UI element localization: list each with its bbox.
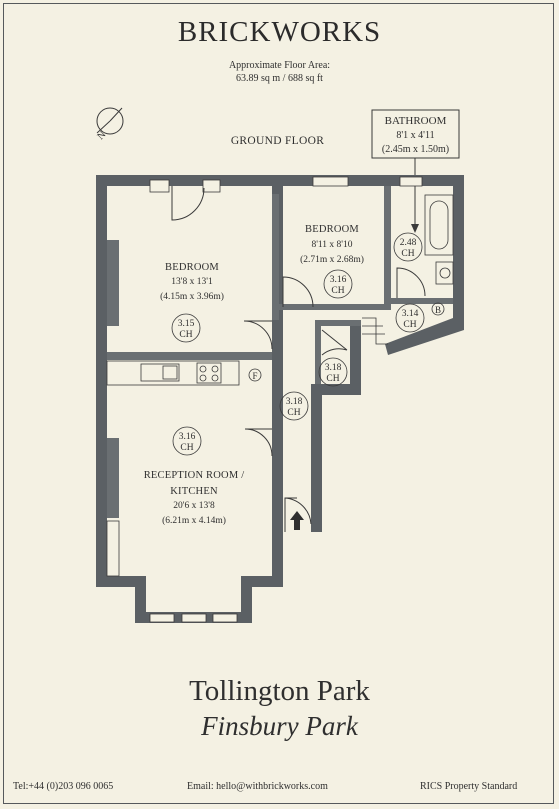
ceiling-reception-unit: CH [180, 443, 193, 453]
bathtub-icon [424, 194, 454, 256]
ceiling-hallway-unit: CH [287, 408, 300, 418]
north-arrow-icon: N [95, 107, 124, 142]
reception-label: RECEPTION ROOM / KITCHEN 20'6 x 13'8 (6.… [144, 470, 245, 526]
floor-area-label: Approximate Floor Area: [228, 60, 331, 71]
reception-name-line1: RECEPTION ROOM / [144, 470, 245, 481]
ceiling-bedroom-2-value: 3.16 [330, 275, 347, 285]
ceiling-bathroom-value: 2.48 [400, 238, 417, 248]
boiler-marker: B [431, 302, 445, 316]
ceiling-utility-value: 3.14 [402, 309, 419, 319]
bedroom-1-dims-metric: (4.15m x 3.96m) [160, 291, 224, 302]
footer-phone[interactable]: Tel:+44 (0)203 096 0065 [13, 781, 114, 792]
stairs [362, 317, 388, 345]
entrance-arrow-icon [290, 511, 304, 530]
ceiling-bathroom: 2.48 CH [393, 232, 423, 262]
address-street: Tollington Park [189, 675, 370, 707]
ceiling-cupboard: 3.18 CH [318, 357, 348, 387]
reception-dims-metric: (6.21m x 4.14m) [162, 515, 226, 526]
washbasin-icon [435, 261, 454, 285]
bedroom-1-label: BEDROOM 13'8 x 13'1 (4.15m x 3.96m) [160, 262, 224, 302]
ceiling-bedroom-2-unit: CH [331, 286, 344, 296]
footer-email[interactable]: Email: hello@withbrickworks.com [187, 781, 328, 792]
fridge-marker: F [248, 368, 262, 382]
compass-north-label: N [95, 129, 108, 142]
floor-label: GROUND FLOOR [230, 135, 325, 147]
bedroom-2-label: BEDROOM 8'11 x 8'10 (2.71m x 2.68m) [300, 224, 364, 265]
bathroom-dims-metric: (2.45m x 1.50m) [382, 144, 449, 155]
ceiling-bedroom-2: 3.16 CH [323, 269, 353, 299]
windows [106, 176, 423, 623]
ceiling-hallway: 3.18 CH [279, 391, 309, 421]
ceiling-bathroom-unit: CH [401, 249, 414, 259]
reception-name-line2: KITCHEN [170, 486, 218, 497]
bedroom-1-name: BEDROOM [165, 262, 219, 273]
floor-area-value: 63.89 sq m / 688 sq ft [236, 73, 323, 84]
ceiling-reception-value: 3.16 [179, 432, 196, 442]
ceiling-reception: 3.16 CH [172, 426, 202, 456]
address-district: Finsbury Park [201, 711, 358, 741]
ceiling-utility-unit: CH [403, 320, 416, 330]
ceiling-bedroom-1-value: 3.15 [178, 319, 195, 329]
bedroom-1-dims-imperial: 13'8 x 13'1 [171, 277, 213, 287]
brand-logo-text: BRICKWORKS [177, 16, 382, 48]
bedroom-2-dims-imperial: 8'11 x 8'10 [311, 240, 352, 250]
ceiling-bedroom-1-unit: CH [179, 330, 192, 340]
ceiling-utility: 3.14 CH [395, 303, 425, 333]
internal-walls [107, 186, 453, 518]
page-border [3, 3, 554, 804]
bedroom-2-dims-metric: (2.71m x 2.68m) [300, 254, 364, 265]
ceiling-bedroom-1: 3.15 CH [171, 313, 201, 343]
boiler-label: B [435, 305, 441, 315]
bathroom-callout: BATHROOM 8'1 x 4'11 (2.45m x 1.50m) [371, 109, 460, 233]
ceiling-hallway-value: 3.18 [286, 397, 303, 407]
bathroom-dims-imperial: 8'1 x 4'11 [396, 130, 434, 141]
kitchen-counter [106, 360, 240, 386]
ceiling-cupboard-value: 3.18 [325, 363, 342, 373]
ceiling-cupboard-unit: CH [326, 374, 339, 384]
door-swings [171, 186, 426, 532]
bedroom-2-name: BEDROOM [305, 224, 359, 235]
fridge-label: F [252, 371, 257, 381]
reception-dims-imperial: 20'6 x 13'8 [173, 501, 215, 511]
footer-standard: RICS Property Standard [420, 781, 518, 792]
bathroom-name: BATHROOM [385, 115, 447, 127]
